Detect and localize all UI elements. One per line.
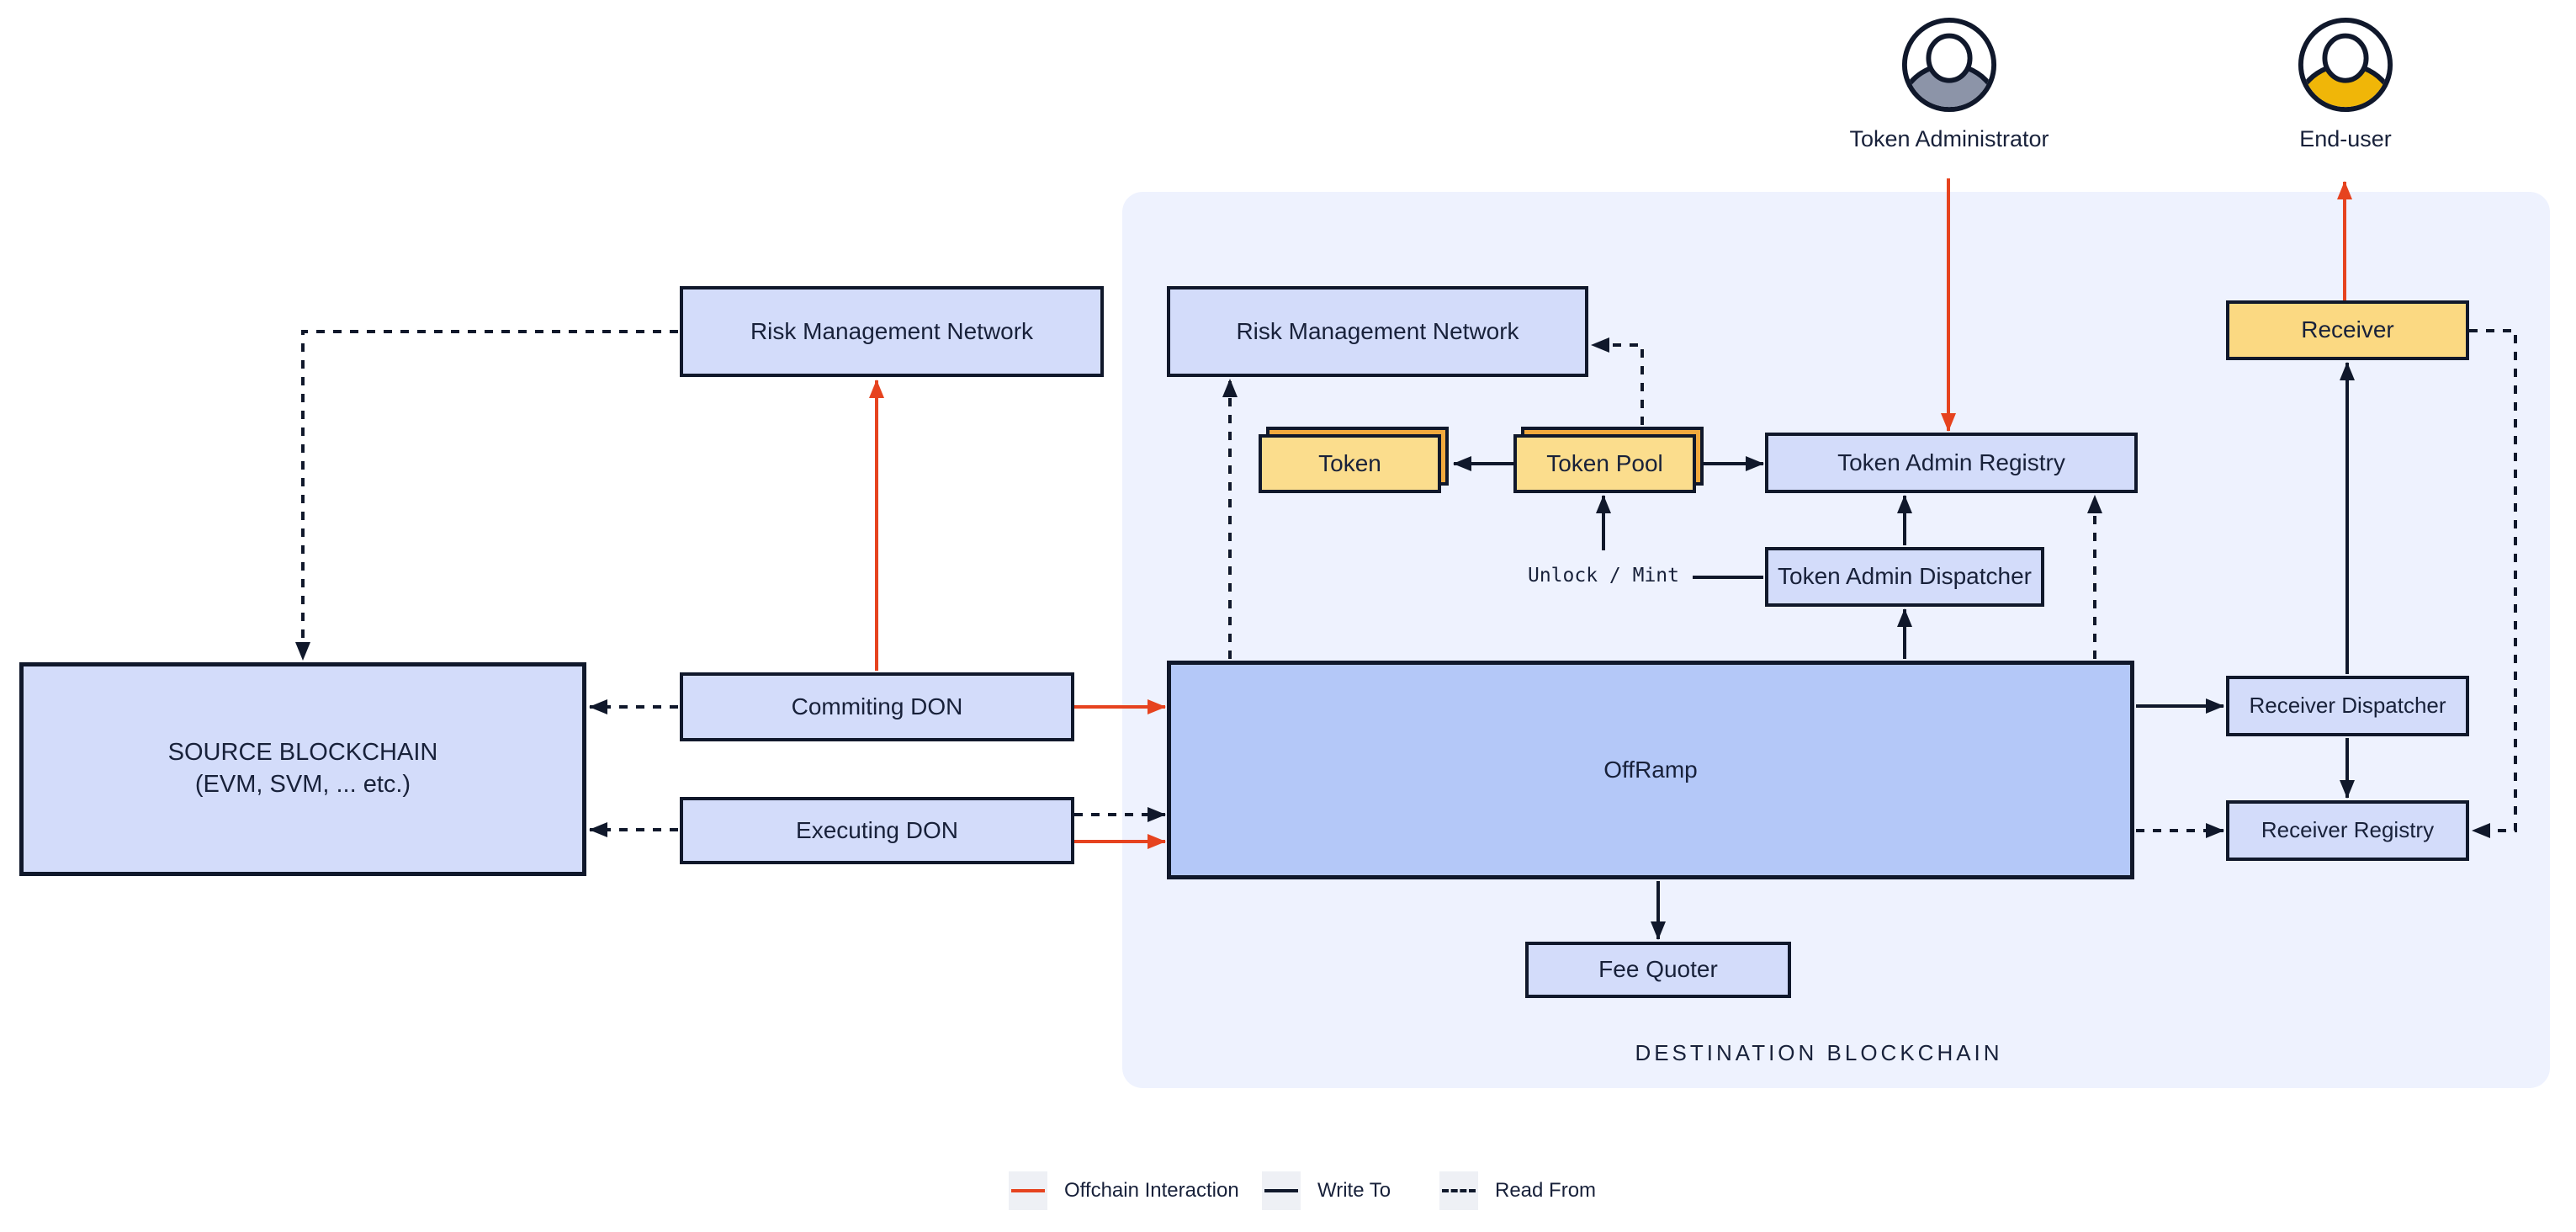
write-to-arrows xyxy=(1453,362,2355,940)
node-receiver-dispatcher: Receiver Dispatcher xyxy=(2226,676,2469,736)
risk-management-network-dest-label: Risk Management Network xyxy=(1236,317,1519,344)
token-administrator-label: Token Administrator xyxy=(1849,126,2049,151)
end-user-label: End-user xyxy=(2299,126,2392,151)
unlock-mint-label: Unlock / Mint xyxy=(1527,565,1679,587)
receiver-label: Receiver xyxy=(2301,316,2394,343)
commiting-don-label: Commiting DON xyxy=(791,693,963,720)
legend-item-read-from: Read From xyxy=(1439,1171,1596,1210)
legend-label-read-from: Read From xyxy=(1495,1179,1597,1202)
red-line-icon xyxy=(1011,1189,1045,1192)
node-risk-management-network-source: Risk Management Network xyxy=(680,286,1104,377)
receiver-registry-label: Receiver Registry xyxy=(2261,817,2435,843)
executing-don-label: Executing DON xyxy=(796,816,958,843)
node-risk-management-network-dest: Risk Management Network xyxy=(1167,286,1588,377)
offchain-interaction-arrows xyxy=(869,178,2352,849)
node-fee-quoter: Fee Quoter xyxy=(1525,942,1791,998)
node-receiver: Receiver xyxy=(2226,300,2469,360)
legend-label-offchain: Offchain Interaction xyxy=(1064,1179,1239,1202)
person-icon xyxy=(1901,17,1997,113)
arrow-receiver-to-receiver-registry xyxy=(2469,329,2517,838)
actor-token-administrator: Token Administrator xyxy=(1848,15,2050,152)
node-executing-don: Executing DON xyxy=(680,797,1074,864)
source-blockchain-line1: SOURCE BLOCKCHAIN xyxy=(167,739,438,767)
legend-swatch-write-to xyxy=(1262,1171,1301,1210)
solid-line-icon xyxy=(1264,1189,1298,1192)
offramp-label: OffRamp xyxy=(1603,756,1698,783)
dashed-line-icon xyxy=(1442,1189,1476,1192)
risk-management-network-source-label: Risk Management Network xyxy=(750,317,1034,344)
node-receiver-registry: Receiver Registry xyxy=(2226,800,2469,861)
source-blockchain-line2: (EVM, SVM, ... etc.) xyxy=(194,771,411,798)
receiver-dispatcher-label: Receiver Dispatcher xyxy=(2249,693,2446,719)
node-commiting-don: Commiting DON xyxy=(680,672,1074,741)
fee-quoter-label: Fee Quoter xyxy=(1598,956,1718,983)
person-icon xyxy=(2298,17,2393,113)
node-token: Token xyxy=(1259,434,1441,493)
legend-item-write-to: Write To xyxy=(1262,1171,1391,1210)
arrow-rmn-to-source-blockchain xyxy=(295,330,678,661)
node-token-pool: Token Pool xyxy=(1513,434,1696,493)
actor-end-user: End-user xyxy=(2245,15,2446,152)
legend-label-write-to: Write To xyxy=(1317,1179,1391,1202)
node-token-admin-registry: Token Admin Registry xyxy=(1765,433,2138,493)
token-admin-registry-label: Token Admin Registry xyxy=(1837,449,2065,475)
legend-swatch-read-from xyxy=(1439,1171,1478,1210)
node-token-admin-dispatcher: Token Admin Dispatcher xyxy=(1765,547,2044,607)
node-source-blockchain: SOURCE BLOCKCHAIN (EVM, SVM, ... etc.) xyxy=(19,662,586,876)
token-admin-dispatcher-label: Token Admin Dispatcher xyxy=(1778,563,2032,590)
token-label: Token xyxy=(1318,449,1381,476)
arrow-token-pool-to-rmn-dest xyxy=(1591,337,1644,425)
destination-blockchain-panel-label: DESTINATION BLOCKCHAIN xyxy=(1635,1040,2003,1065)
legend-swatch-offchain xyxy=(1009,1171,1047,1210)
token-pool-label: Token Pool xyxy=(1546,449,1663,476)
read-from-arrows xyxy=(295,329,2517,838)
legend-item-offchain-interaction: Offchain Interaction xyxy=(1009,1171,1239,1210)
node-offramp: OffRamp xyxy=(1167,661,2134,879)
